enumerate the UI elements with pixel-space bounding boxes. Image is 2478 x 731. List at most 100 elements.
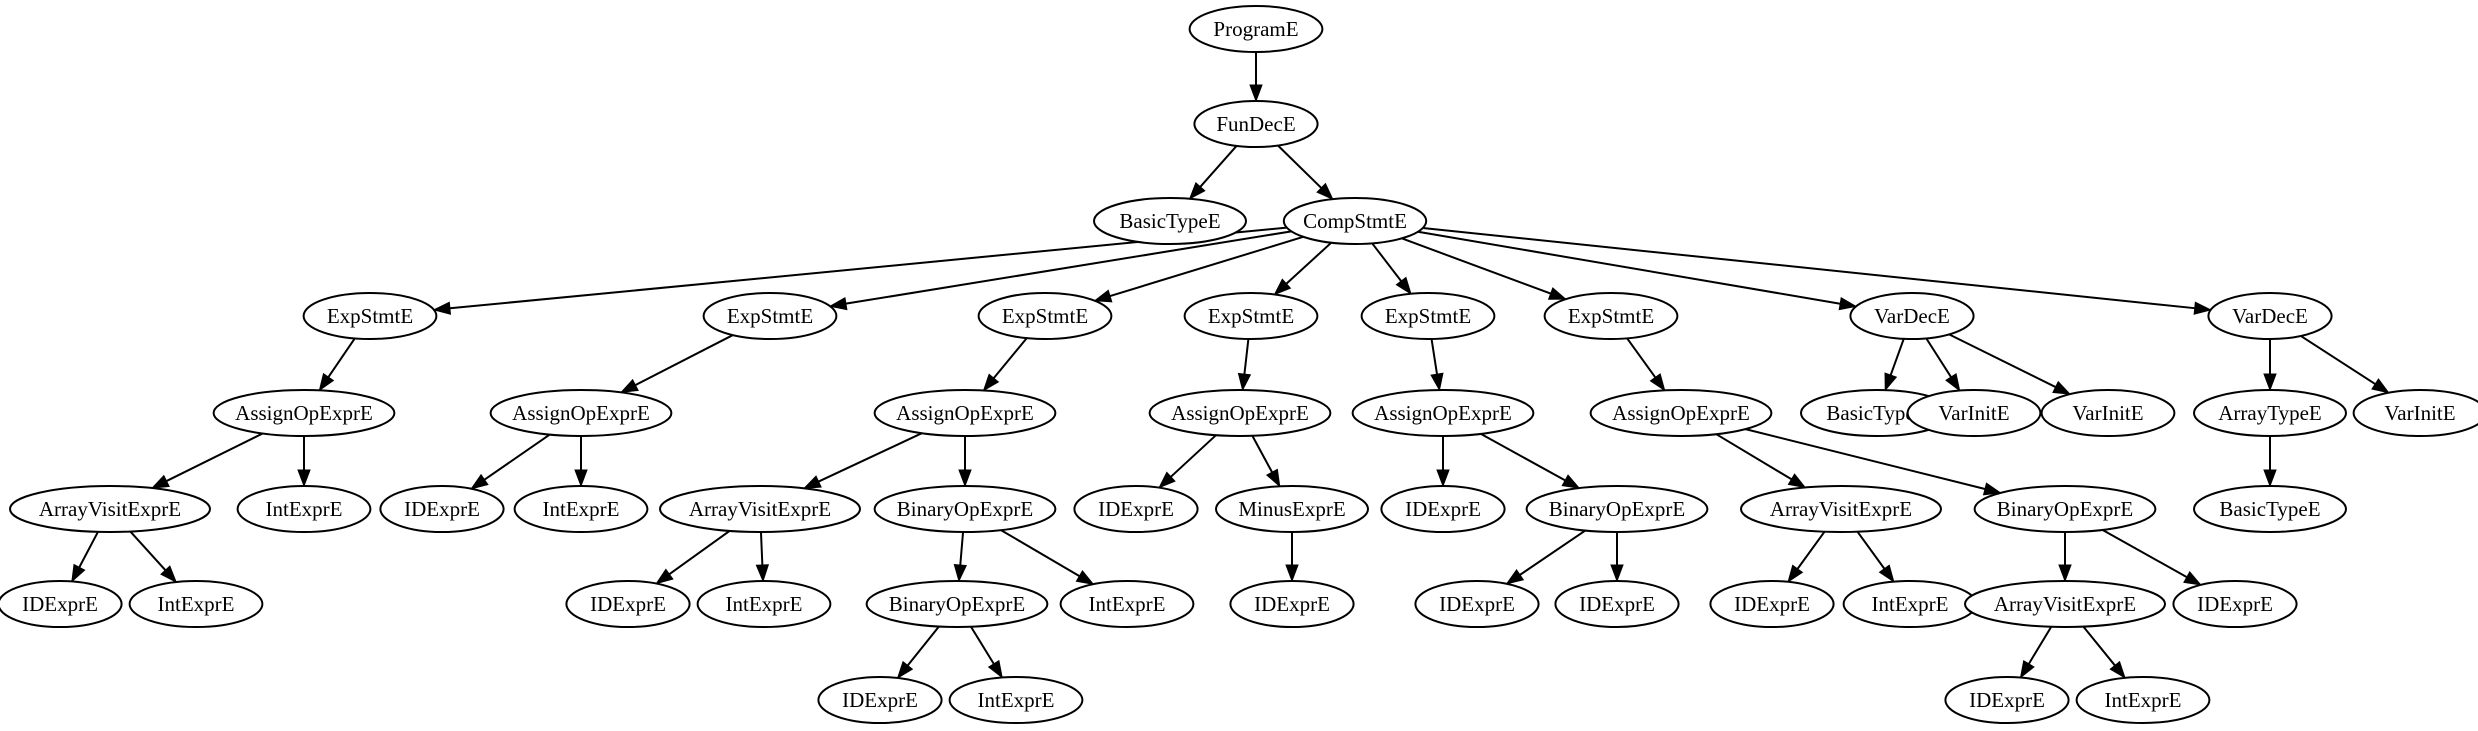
node-minus-expr-e: MinusExprE	[1215, 485, 1369, 533]
arrowhead	[2263, 373, 2277, 392]
node-ellipse	[1351, 389, 1535, 437]
arrowhead	[1075, 570, 1095, 585]
edge-arrow	[1273, 241, 1332, 296]
edge-arrow	[1948, 333, 2072, 395]
node-var-init-e: VarInitE	[2352, 389, 2478, 437]
edge-line	[1199, 145, 1238, 188]
edge-line	[1480, 433, 1566, 482]
node-ellipse	[1964, 580, 2166, 628]
node-label: VarInitE	[2384, 401, 2455, 425]
arrowhead	[1505, 569, 1525, 585]
edge-arrow	[2263, 436, 2277, 488]
arrowhead	[982, 373, 1000, 392]
node-ellipse	[1215, 485, 1369, 533]
edge-line	[2082, 625, 2116, 667]
node-label: VarDecE	[2232, 304, 2308, 328]
edge-line	[1243, 338, 1250, 375]
arrowhead	[1265, 468, 1281, 488]
node-idexpr-e: IDExprE	[1414, 580, 1540, 628]
arrowhead	[2263, 469, 2277, 488]
edge-line	[78, 531, 99, 568]
arrowhead	[953, 563, 968, 583]
node-array-visit-expr-e: ArrayVisitExprE	[659, 485, 861, 533]
edge-line	[1626, 337, 1657, 378]
edge-arrow	[802, 432, 923, 489]
node-ellipse	[513, 485, 649, 533]
arrowhead	[755, 564, 770, 583]
node-ellipse	[212, 389, 396, 437]
node-ellipse	[1193, 100, 1319, 148]
arrowhead	[1395, 276, 1412, 295]
arrowhead	[655, 568, 674, 585]
edge-line	[1745, 428, 1986, 490]
arrowhead	[2019, 659, 2035, 679]
node-exp-stmt-e: ExpStmtE	[1183, 292, 1319, 340]
node-label: BinaryOpExprE	[1997, 497, 2133, 521]
node-array-type-e: ArrayTypeE	[2193, 389, 2347, 437]
node-ellipse	[702, 292, 838, 340]
edge-arrow	[1000, 529, 1095, 585]
node-ellipse	[1148, 389, 1332, 437]
edge-line	[1430, 338, 1438, 375]
node-label: ProgramE	[1213, 17, 1298, 41]
edge-arrow	[2019, 626, 2053, 679]
node-label: IDExprE	[1405, 497, 1481, 521]
arrowhead	[1273, 278, 1292, 296]
node-int-expr-e: IntExprE	[2075, 676, 2211, 724]
node-ellipse	[1360, 292, 1496, 340]
edge-line	[970, 626, 995, 665]
arrowhead	[2058, 564, 2072, 583]
node-idexpr-e: IDExprE	[817, 676, 943, 724]
node-ellipse	[873, 389, 1057, 437]
edge-arrow	[150, 432, 264, 489]
node-label: BinaryOpExprE	[897, 497, 1033, 521]
edge-layer	[71, 52, 2390, 680]
node-int-expr-e: IntExprE	[128, 580, 264, 628]
edge-line	[1000, 529, 1080, 577]
arrowhead	[1547, 287, 1568, 300]
node-assign-op-expr-e: AssignOpExprE	[1148, 389, 1332, 437]
node-ellipse	[1906, 389, 2042, 437]
node-binary-op-expr-e: BinaryOpExprE	[1973, 485, 2157, 533]
arrowhead	[1884, 372, 1898, 392]
node-idexpr-e: IDExprE	[1229, 580, 1355, 628]
edge-arrow	[1188, 145, 1238, 200]
node-idexpr-e: IDExprE	[565, 580, 691, 628]
node-var-init-e: VarInitE	[2040, 389, 2176, 437]
node-label: VarInitE	[2072, 401, 2143, 425]
node-idexpr-e: IDExprE	[1709, 580, 1835, 628]
arrowhead	[1093, 289, 1113, 303]
node-ellipse	[1414, 580, 1540, 628]
arrowhead	[2052, 380, 2072, 395]
arrowhead	[958, 469, 972, 488]
arrowhead	[1436, 469, 1450, 488]
node-ellipse	[1282, 197, 1428, 245]
node-var-init-e: VarInitE	[1906, 389, 2042, 437]
arrowhead	[1285, 564, 1299, 583]
node-ellipse	[1073, 485, 1199, 533]
node-label: ExpStmtE	[1002, 304, 1088, 328]
edge-line	[1170, 434, 1217, 478]
node-label: ExpStmtE	[1208, 304, 1294, 328]
node-ellipse	[2193, 389, 2347, 437]
edge-line	[906, 625, 940, 667]
edge-arrow	[1856, 531, 1895, 583]
node-array-visit-expr-e: ArrayVisitExprE	[9, 485, 211, 533]
node-ellipse	[948, 676, 1084, 724]
node-basic-type-e: BasicTypeE	[2193, 485, 2347, 533]
edge-line	[1519, 529, 1586, 576]
node-idexpr-e: IDExprE	[0, 580, 123, 628]
node-ellipse	[659, 485, 861, 533]
arrowhead	[802, 475, 822, 489]
edge-arrow	[1745, 428, 2002, 496]
edge-arrow	[2082, 625, 2126, 679]
node-label: BasicTypeE	[2219, 497, 2320, 521]
node-assign-op-expr-e: AssignOpExprE	[1351, 389, 1535, 437]
node-int-expr-e: IntExprE	[948, 676, 1084, 724]
arrowhead	[1561, 474, 1581, 489]
edge-arrow	[1277, 144, 1334, 201]
node-label: IDExprE	[1969, 688, 2045, 712]
arrowhead	[1316, 182, 1334, 201]
node-label: VarDecE	[1874, 304, 1950, 328]
node-label: VarInitE	[1938, 401, 2009, 425]
